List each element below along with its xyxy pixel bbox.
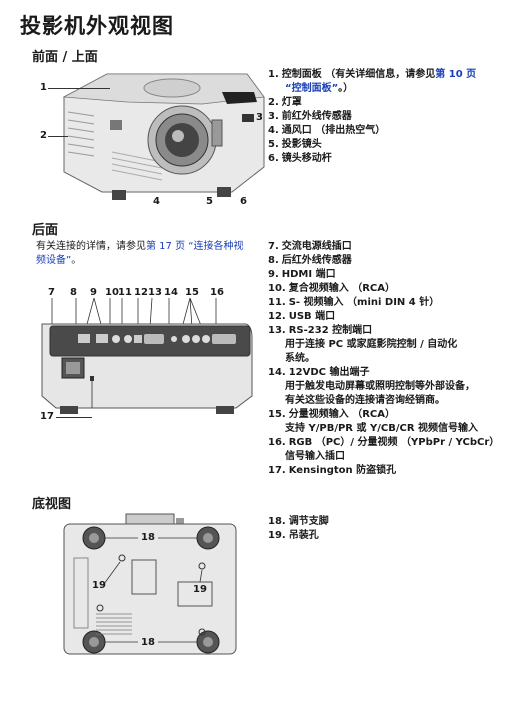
list-item: 16.RGB （PC）/ 分量视频 （YPbPr / YCbCr） <box>268 437 500 448</box>
callout-8: 8 <box>70 287 77 298</box>
leader-line <box>48 136 68 137</box>
callout-3: 3 <box>256 112 263 123</box>
callout-18: 18 <box>141 637 155 648</box>
bottom-heading: 底视图 <box>32 497 72 512</box>
list-item: 17.Kensington 防盗锁孔 <box>268 465 397 476</box>
callout-1: 1 <box>40 82 47 93</box>
list-item: 18.调节支脚 <box>268 516 329 527</box>
callout-11: 11 <box>118 287 132 298</box>
callout-18: 18 <box>141 532 155 543</box>
front-parts-list: 1. 控制面板 （有关详细信息，请参见第 10 页 “控制面板”。） 2.灯罩 … <box>268 68 500 166</box>
front-view-image <box>62 73 265 200</box>
list-item: 14.12VDC 输出端子 <box>268 367 370 378</box>
callout-17: 17 <box>40 411 54 422</box>
front-heading: 前面 / 上面 <box>32 50 98 65</box>
callout-2: 2 <box>40 130 47 141</box>
callout-5: 5 <box>206 196 213 207</box>
callout-10: 10 <box>105 287 119 298</box>
callout-4: 4 <box>153 196 160 207</box>
list-item: 4.通风口 （排出热空气） <box>268 125 386 136</box>
rear-heading: 后面 <box>32 223 59 238</box>
page-link[interactable]: 第 17 页 “连接各种视频设备” <box>36 241 244 266</box>
list-item: 5.投影镜头 <box>268 139 322 150</box>
callout-14: 14 <box>164 287 178 298</box>
list-item: 12.USB 端口 <box>268 311 336 322</box>
list-item: 19.吊装孔 <box>268 530 319 541</box>
list-item: 1. 控制面板 （有关详细信息，请参见第 10 页 <box>268 69 477 80</box>
callout-19: 19 <box>92 580 106 591</box>
list-item: 2.灯罩 <box>268 97 302 108</box>
callout-15: 15 <box>185 287 199 298</box>
list-item: 6.镜头移动杆 <box>268 153 332 164</box>
callout-6: 6 <box>240 196 247 207</box>
list-item: 8.后红外线传感器 <box>268 255 352 266</box>
list-item: 13.RS-232 控制端口 <box>268 325 373 336</box>
rear-view-image <box>41 298 253 414</box>
section-link[interactable]: “控制面板” <box>285 83 339 94</box>
callout-13: 13 <box>148 287 162 298</box>
list-item: 9.HDMI 端口 <box>268 269 336 280</box>
leader-line <box>56 417 92 418</box>
list-item: 3.前红外线传感器 <box>268 111 352 122</box>
list-item: 10.复合视频输入 （RCA） <box>268 283 395 294</box>
page-title: 投影机外观视图 <box>20 14 174 38</box>
list-item: 7.交流电源线插口 <box>268 241 352 252</box>
list-item: 11.S- 视频输入 （mini DIN 4 针） <box>268 297 440 308</box>
leader-line <box>48 88 110 89</box>
bottom-parts-list: 18.调节支脚 19.吊装孔 <box>268 515 488 543</box>
list-item: 15.分量视频输入 （RCA） <box>268 409 395 420</box>
callout-7: 7 <box>48 287 55 298</box>
page-link[interactable]: 第 10 页 <box>435 69 477 80</box>
bottom-view-image <box>63 513 237 655</box>
callout-16: 16 <box>210 287 224 298</box>
callout-12: 12 <box>134 287 148 298</box>
callout-9: 9 <box>90 287 97 298</box>
rear-description: 有关连接的详情，请参见第 17 页 “连接各种视频设备”。 <box>36 241 244 266</box>
rear-parts-list: 7.交流电源线插口 8.后红外线传感器 9.HDMI 端口 10.复合视频输入 … <box>268 240 502 478</box>
callout-19: 19 <box>193 584 207 595</box>
